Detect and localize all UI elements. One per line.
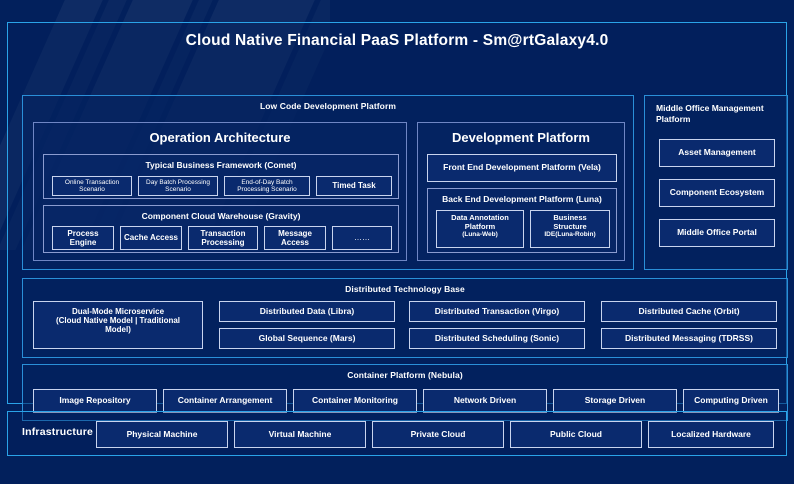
section-low-code-development-platform: Low Code Development Platform Operation … xyxy=(22,95,634,270)
chip-data-annotation-line1: Data Annotation xyxy=(451,213,509,222)
chip-storage-driven[interactable]: Storage Driven xyxy=(553,389,677,413)
section-title-middle-office: Middle Office Management Platform xyxy=(656,103,764,125)
chip-localized-hardware[interactable]: Localized Hardware xyxy=(648,421,774,448)
subgroup-back-end-development-platform: Back End Development Platform (Luna) Dat… xyxy=(427,188,617,253)
chip-asset-management[interactable]: Asset Management xyxy=(659,139,775,167)
chip-data-annotation-line3: (Luna-Web) xyxy=(462,231,498,239)
chip-distributed-transaction[interactable]: Distributed Transaction (Virgo) xyxy=(409,301,585,322)
group-operation-architecture: Operation Architecture Typical Business … xyxy=(33,122,407,261)
chip-virtual-machine[interactable]: Virtual Machine xyxy=(234,421,366,448)
chip-dual-mode-line3: Model) xyxy=(105,325,131,335)
chip-data-annotation-line2: Platform xyxy=(464,221,496,231)
chip-dual-mode-microservice[interactable]: Dual-Mode Microservice (Cloud Native Mod… xyxy=(33,301,203,349)
chip-front-end-development-platform[interactable]: Front End Development Platform (Vela) xyxy=(427,154,617,182)
subgroup-title-component-cloud-warehouse: Component Cloud Warehouse (Gravity) xyxy=(141,211,301,221)
chip-dual-mode-line2: (Cloud Native Model | Traditional xyxy=(55,316,181,326)
section-title-container-platform: Container Platform (Nebula) xyxy=(347,370,463,380)
chip-transaction-processing[interactable]: Transaction Processing xyxy=(188,226,258,250)
group-development-platform: Development Platform Front End Developme… xyxy=(417,122,625,261)
section-middle-office-management-platform: Middle Office Management Platform Asset … xyxy=(644,95,788,270)
chip-cache-access[interactable]: Cache Access xyxy=(120,226,182,250)
subgroup-component-cloud-warehouse: Component Cloud Warehouse (Gravity) Proc… xyxy=(43,205,399,253)
chip-front-end-label: Front End Development Platform (Vela) xyxy=(443,162,601,173)
chip-component-ecosystem[interactable]: Component Ecosystem xyxy=(659,179,775,207)
chip-distributed-cache[interactable]: Distributed Cache (Orbit) xyxy=(601,301,777,322)
chip-more-ellipsis[interactable]: …… xyxy=(332,226,392,250)
section-distributed-technology-base: Distributed Technology Base Dual-Mode Mi… xyxy=(22,278,788,358)
chip-timed-task[interactable]: Timed Task xyxy=(316,176,392,196)
chip-container-arrangement[interactable]: Container Arrangement xyxy=(163,389,287,413)
chip-message-access[interactable]: Message Access xyxy=(264,226,326,250)
chip-data-annotation-platform[interactable]: Data Annotation Platform (Luna-Web) xyxy=(436,210,524,248)
chip-distributed-data[interactable]: Distributed Data (Libra) xyxy=(219,301,395,322)
chip-process-engine[interactable]: Process Engine xyxy=(52,226,114,250)
section-title-distributed-technology-base: Distributed Technology Base xyxy=(345,284,465,294)
main-platform-panel: Cloud Native Financial PaaS Platform - S… xyxy=(7,22,788,421)
chip-business-structure-line3: IDE(Luna-Robin) xyxy=(544,231,596,239)
section-infrastructure: Infrastructure Physical Machine Virtual … xyxy=(7,411,787,456)
chip-day-batch-processing-scenario[interactable]: Day Batch Processing Scenario xyxy=(138,176,218,196)
chip-distributed-scheduling[interactable]: Distributed Scheduling (Sonic) xyxy=(409,328,585,349)
subgroup-typical-business-framework: Typical Business Framework (Comet) Onlin… xyxy=(43,154,399,199)
chip-business-structure-ide[interactable]: Business Structure IDE(Luna-Robin) xyxy=(530,210,610,248)
group-title-development-platform: Development Platform xyxy=(452,130,590,145)
subgroup-title-typical-business-framework: Typical Business Framework (Comet) xyxy=(145,160,297,170)
section-title-low-code: Low Code Development Platform xyxy=(259,101,397,111)
chip-business-structure-line2: Structure xyxy=(553,221,587,231)
chip-distributed-messaging[interactable]: Distributed Messaging (TDRSS) xyxy=(601,328,777,349)
group-title-operation-architecture: Operation Architecture xyxy=(149,130,291,145)
chip-physical-machine[interactable]: Physical Machine xyxy=(96,421,228,448)
subgroup-title-back-end: Back End Development Platform (Luna) xyxy=(442,194,602,204)
chip-computing-driven[interactable]: Computing Driven xyxy=(683,389,779,413)
chip-public-cloud[interactable]: Public Cloud xyxy=(510,421,642,448)
chip-online-transaction-scenario[interactable]: Online Transaction Scenario xyxy=(52,176,132,196)
chip-end-of-day-batch-processing-scenario[interactable]: End-of-Day Batch Processing Scenario xyxy=(224,176,310,196)
chip-container-monitoring[interactable]: Container Monitoring xyxy=(293,389,417,413)
chip-private-cloud[interactable]: Private Cloud xyxy=(372,421,504,448)
page-title: Cloud Native Financial PaaS Platform - S… xyxy=(185,32,609,49)
chip-middle-office-portal[interactable]: Middle Office Portal xyxy=(659,219,775,247)
chip-global-sequence[interactable]: Global Sequence (Mars) xyxy=(219,328,395,349)
chip-image-repository[interactable]: Image Repository xyxy=(33,389,157,413)
chip-business-structure-line1: Business xyxy=(553,213,587,222)
chip-dual-mode-line1: Dual-Mode Microservice xyxy=(71,307,165,316)
infrastructure-label: Infrastructure xyxy=(22,426,94,438)
chip-network-driven[interactable]: Network Driven xyxy=(423,389,547,413)
